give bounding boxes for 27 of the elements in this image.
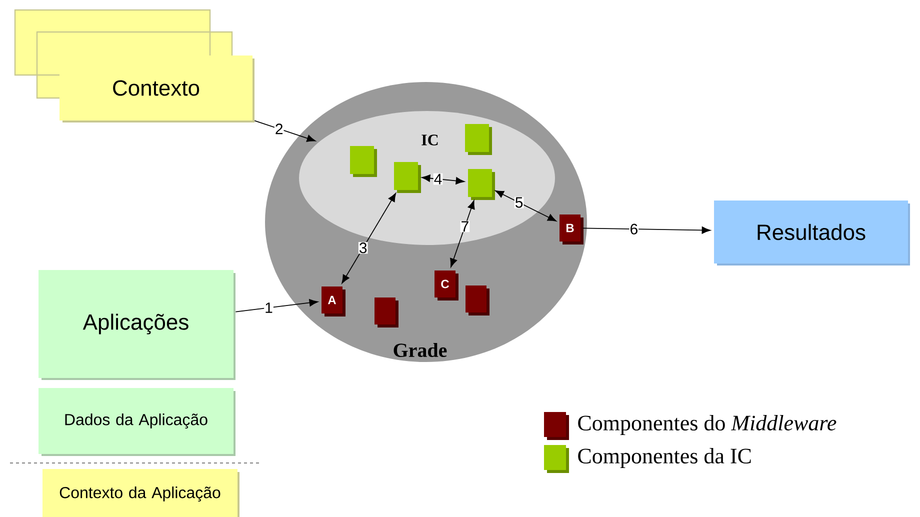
arrow bbox=[495, 190, 556, 222]
component-square bbox=[466, 286, 490, 316]
data-box: Dados da Aplicação bbox=[38, 388, 236, 456]
component-square bbox=[374, 298, 398, 328]
arrow bbox=[421, 174, 465, 184]
node-label: Contexto bbox=[113, 80, 200, 96]
arrow bbox=[235, 299, 318, 312]
arrow bbox=[342, 192, 396, 284]
arrow bbox=[582, 226, 711, 234]
component-square: C bbox=[434, 270, 458, 300]
legend-text: Componentes da IC bbox=[578, 448, 751, 468]
arrow bbox=[254, 120, 316, 142]
legend-text: Componentes do Middleware bbox=[578, 415, 836, 435]
application-box: Aplicações bbox=[38, 270, 236, 380]
component-square: B bbox=[560, 214, 584, 244]
arrow bbox=[450, 200, 475, 268]
edge-label: 6 bbox=[629, 223, 639, 235]
component-square bbox=[350, 146, 377, 177]
component-square bbox=[465, 124, 492, 155]
component-square bbox=[394, 162, 421, 193]
edge-label: 2 bbox=[274, 123, 284, 135]
edge-label: 1 bbox=[264, 302, 274, 314]
context-box: Contexto da Aplicação bbox=[42, 469, 240, 517]
result-box: Resultados bbox=[714, 200, 910, 266]
context-card: Contexto bbox=[60, 56, 254, 122]
component-square bbox=[468, 169, 495, 200]
component-square: A bbox=[322, 286, 346, 316]
